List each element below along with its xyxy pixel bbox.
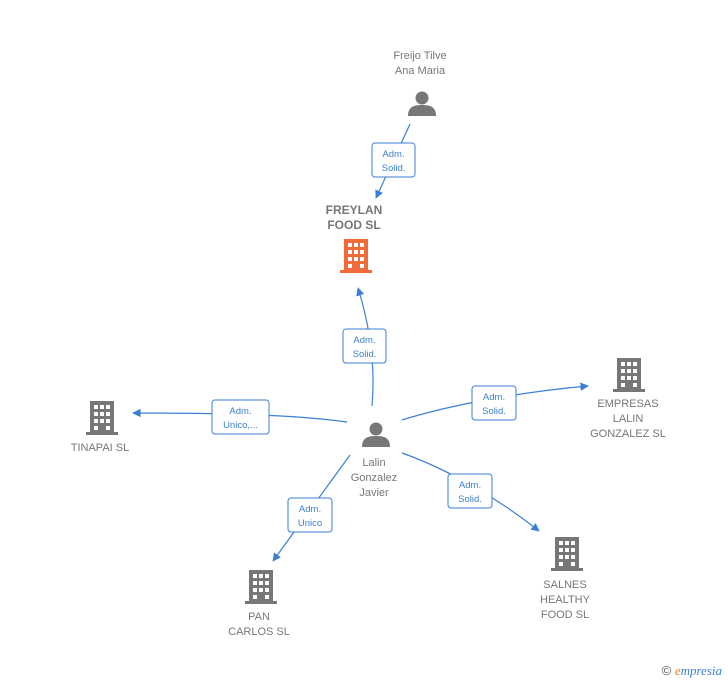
node-label-line-1: FREYLAN	[326, 203, 383, 217]
node-label-line-3: Javier	[359, 487, 389, 499]
node-label-line-3: GONZALEZ SL	[590, 428, 666, 440]
node-label-line-1: TINAPAI SL	[71, 442, 129, 454]
copyright-icon: ©	[661, 663, 672, 678]
node-freijo-tilve[interactable]: Freijo Tilve Ana Maria	[393, 50, 447, 116]
watermark-brand-initial: e	[674, 663, 681, 678]
node-label-line-1: PAN	[248, 611, 270, 623]
edge-lalin-empresas[interactable]: Adm. Solid.	[401, 382, 589, 421]
node-pan-carlos[interactable]: PAN CARLOS SL	[228, 570, 290, 638]
building-icon	[551, 537, 583, 571]
edge-label-box	[471, 385, 517, 421]
edge-label-line-2: Unico	[298, 518, 322, 529]
node-tinapai[interactable]: TINAPAI SL	[71, 401, 129, 454]
edge-label-line-1: Adm.	[299, 504, 321, 515]
node-empresas-lalin[interactable]: EMPRESAS LALIN GONZALEZ SL	[590, 358, 666, 440]
node-label-line-3: FOOD SL	[541, 609, 589, 621]
building-icon	[86, 401, 118, 435]
person-icon	[408, 91, 436, 116]
edge-label-line-1: Adm.	[459, 480, 481, 491]
node-label-line-1: Freijo Tilve	[393, 50, 446, 62]
edge-label-line-2: Unico,...	[223, 420, 258, 431]
edge-label-box	[287, 497, 333, 533]
node-label-line-1: SALNES	[543, 579, 586, 591]
node-label-line-2: LALIN	[613, 413, 644, 425]
edge-label-line-2: Solid.	[353, 349, 377, 360]
edge-label-box	[371, 142, 416, 178]
node-label-line-1: Lalin	[362, 457, 385, 469]
edge-label-line-1: Adm.	[483, 392, 505, 403]
edge-lalin-pan[interactable]: Adm. Unico	[272, 454, 351, 562]
edge-label-box	[342, 328, 387, 364]
edge-label-line-2: Solid.	[458, 494, 482, 505]
edge-freijo-freylan[interactable]: Adm. Solid.	[371, 123, 416, 199]
building-icon	[245, 570, 277, 604]
node-label-line-2: FOOD SL	[327, 218, 380, 232]
building-icon	[340, 239, 372, 273]
edge-label-line-2: Solid.	[382, 163, 406, 174]
edge-label-line-1: Adm.	[229, 406, 251, 417]
edge-label-line-2: Solid.	[482, 406, 506, 417]
node-label-line-2: HEALTHY	[540, 594, 591, 606]
node-salnes-healthy[interactable]: SALNES HEALTHY FOOD SL	[540, 537, 591, 621]
edge-lalin-salnes[interactable]: Adm. Solid.	[401, 452, 540, 532]
node-freylan-food[interactable]: FREYLAN FOOD SL	[326, 203, 383, 273]
watermark-brand-rest: mpresia	[680, 663, 722, 678]
edge-label-box	[447, 473, 493, 509]
node-label-line-1: EMPRESAS	[597, 398, 658, 410]
edge-label-box	[211, 399, 270, 435]
node-label-line-2: Gonzalez	[351, 472, 397, 484]
edge-lalin-freylan[interactable]: Adm. Solid.	[342, 287, 387, 407]
building-icon	[613, 358, 645, 392]
edge-label-line-1: Adm.	[382, 149, 404, 160]
edge-label-line-1: Adm.	[353, 335, 375, 346]
person-icon	[362, 422, 390, 447]
node-label-line-2: Ana Maria	[395, 65, 446, 77]
watermark: © empresia	[662, 663, 722, 679]
edge-lalin-tinapai[interactable]: Adm. Unico,...	[132, 399, 348, 435]
node-label-line-2: CARLOS SL	[228, 626, 290, 638]
node-lalin-gonzalez[interactable]: Lalin Gonzalez Javier	[351, 422, 397, 500]
